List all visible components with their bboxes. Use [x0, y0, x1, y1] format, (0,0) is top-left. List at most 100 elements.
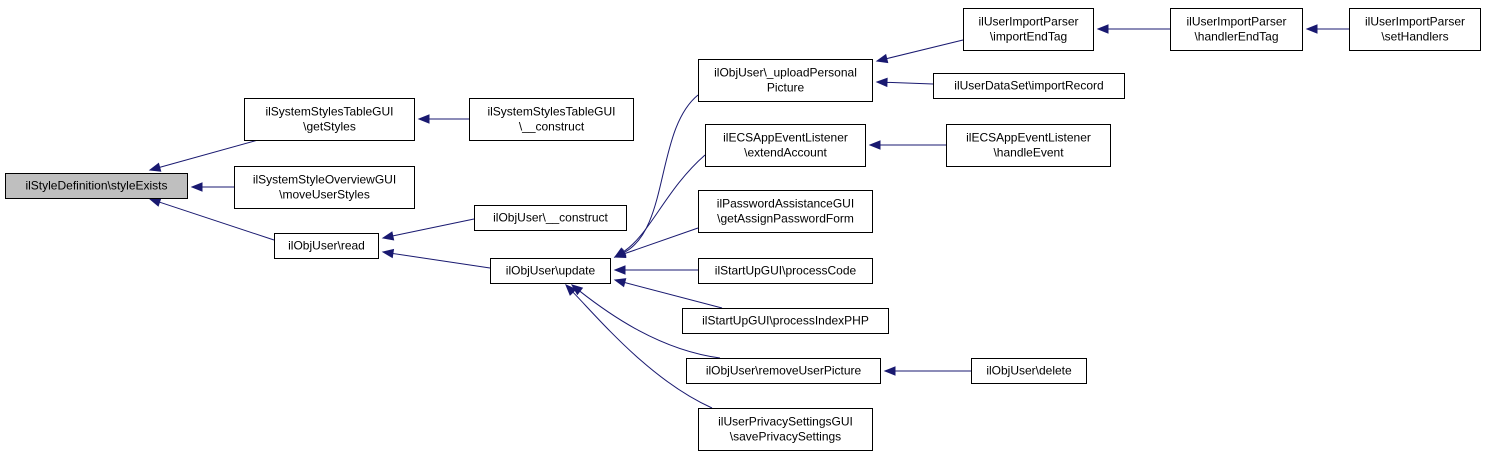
edge-getAssignPasswordForm-to-update	[613, 227, 699, 259]
node-label-line: \getStyles	[303, 120, 356, 134]
node-box[interactable]	[963, 8, 1094, 51]
node-moveUserStyles[interactable]: ilSystemStyleOverviewGUI\moveUserStyles	[234, 166, 415, 209]
edge-arrowhead	[875, 53, 889, 64]
edge-line	[623, 227, 699, 255]
node-update[interactable]: ilObjUser\update	[490, 258, 611, 284]
node-ou_construct[interactable]: ilObjUser\__construct	[474, 205, 627, 231]
node-getStyles[interactable]: ilSystemStylesTableGUI\getStyles	[244, 98, 415, 141]
node-label-line: \__construct	[519, 120, 585, 134]
node-label-line: \handleEvent	[993, 146, 1064, 160]
node-handlerEndTag[interactable]: ilUserImportParser\handlerEndTag	[1170, 8, 1303, 51]
node-processIndexPHP[interactable]: ilStartUpGUI\processIndexPHP	[682, 308, 889, 334]
edge-arrowhead	[381, 248, 395, 259]
node-box[interactable]	[274, 233, 379, 259]
node-label-line: ilObjUser\update	[506, 264, 596, 278]
node-box[interactable]	[682, 308, 889, 334]
node-removeUserPicture[interactable]: ilObjUser\removeUserPicture	[686, 358, 881, 384]
node-styleExists[interactable]: ilStyleDefinition\styleExists	[5, 173, 188, 199]
edge-arrowhead	[1305, 24, 1318, 34]
node-label-line: ilPasswordAssistanceGUI	[717, 197, 854, 211]
edge-getStyles-to-styleExists	[148, 139, 259, 172]
edge-sstg_construct-to-getStyles	[417, 114, 469, 124]
node-box[interactable]	[244, 98, 415, 141]
edge-line	[885, 81, 934, 85]
node-box[interactable]	[698, 408, 873, 451]
node-savePrivacySettings[interactable]: ilUserPrivacySettingsGUI\savePrivacySett…	[698, 408, 873, 451]
node-box[interactable]	[946, 124, 1111, 167]
edge-arrowhead	[148, 162, 162, 172]
node-label-line: ilStartUpGUI\processCode	[715, 264, 857, 278]
node-label-line: ilObjUser\__construct	[493, 211, 608, 225]
node-box[interactable]	[1349, 8, 1481, 51]
edge-processCode-to-update	[613, 265, 698, 275]
node-importEndTag[interactable]: ilUserImportParser\importEndTag	[963, 8, 1094, 51]
edge-arrowhead	[883, 366, 896, 376]
node-box[interactable]	[474, 205, 627, 231]
node-label-line: ilObjUser\_uploadPersonal	[714, 66, 857, 80]
node-box[interactable]	[490, 258, 611, 284]
node-label-line: ilObjUser\delete	[986, 364, 1072, 378]
node-label-line: ilUserImportParser	[1186, 15, 1286, 29]
edge-processIndexPHP-to-update	[613, 278, 723, 309]
node-label-line: \handlerEndTag	[1194, 30, 1278, 44]
node-box[interactable]	[705, 124, 866, 167]
edge-importRecord-to-uploadPersonalPicture	[875, 77, 934, 88]
node-box[interactable]	[686, 358, 881, 384]
node-label-line: ilSystemStylesTableGUI	[265, 105, 393, 119]
node-label-line: ilStyleDefinition\styleExists	[25, 179, 167, 193]
edge-delete-to-removeUserPicture	[883, 366, 971, 376]
node-box[interactable]	[5, 173, 188, 199]
edge-line	[158, 139, 259, 169]
edge-ou_construct-to-read	[381, 218, 475, 241]
node-box[interactable]	[933, 73, 1125, 99]
node-label-line: \extendAccount	[744, 146, 827, 160]
node-extendAccount[interactable]: ilECSAppEventListener\extendAccount	[705, 124, 866, 167]
edge-arrowhead	[613, 249, 627, 259]
edge-line	[571, 291, 713, 409]
edge-arrowhead	[148, 197, 162, 207]
node-label-line: \savePrivacySettings	[730, 430, 841, 444]
edge-line	[578, 290, 721, 359]
edge-update-to-read	[381, 248, 491, 269]
node-box[interactable]	[971, 358, 1087, 384]
edge-line	[391, 252, 491, 269]
edge-handleEvent-to-extendAccount	[868, 140, 946, 150]
node-sstg_construct[interactable]: ilSystemStylesTableGUI\__construct	[469, 98, 634, 141]
edge-line	[622, 154, 706, 253]
edge-arrowhead	[613, 278, 627, 288]
node-setHandlers[interactable]: ilUserImportParser\setHandlers	[1349, 8, 1481, 51]
nodes-layer: ilStyleDefinition\styleExists ilSystemSty…	[5, 8, 1481, 451]
node-label-line: ilSystemStyleOverviewGUI	[253, 173, 396, 187]
node-box[interactable]	[234, 166, 415, 209]
node-label-line: ilObjUser\removeUserPicture	[706, 364, 862, 378]
node-label-line: \getAssignPasswordForm	[717, 212, 854, 226]
edge-arrowhead	[381, 231, 395, 241]
node-handleEvent[interactable]: ilECSAppEventListener\handleEvent	[946, 124, 1111, 167]
node-processCode[interactable]: ilStartUpGUI\processCode	[698, 258, 873, 284]
edge-line	[622, 94, 699, 254]
node-label-line: ilSystemStylesTableGUI	[487, 105, 615, 119]
node-box[interactable]	[469, 98, 634, 141]
node-label-line: ilStartUpGUI\processIndexPHP	[702, 314, 869, 328]
node-box[interactable]	[1170, 8, 1303, 51]
node-box[interactable]	[698, 59, 873, 102]
edge-handlerEndTag-to-importEndTag	[1096, 24, 1170, 34]
edge-importEndTag-to-uploadPersonalPicture	[875, 39, 964, 64]
edge-arrowhead	[875, 77, 888, 88]
node-read[interactable]: ilObjUser\read	[274, 233, 379, 259]
node-label-line: ilECSAppEventListener	[723, 131, 848, 145]
node-box[interactable]	[698, 190, 873, 233]
node-label-line: \setHandlers	[1381, 30, 1448, 44]
node-label-line: \importEndTag	[990, 30, 1067, 44]
node-delete[interactable]: ilObjUser\delete	[971, 358, 1087, 384]
node-box[interactable]	[698, 258, 873, 284]
edge-line	[885, 39, 964, 60]
node-getAssignPasswordForm[interactable]: ilPasswordAssistanceGUI\getAssignPasswor…	[698, 190, 873, 233]
edge-arrowhead	[190, 182, 203, 192]
edge-arrowhead	[613, 265, 626, 275]
node-label-line: ilUserImportParser	[1365, 15, 1465, 29]
edge-arrowhead	[868, 140, 881, 150]
edge-savePrivacySettings-to-update	[565, 284, 713, 409]
node-importRecord[interactable]: ilUserDataSet\importRecord	[933, 73, 1125, 99]
